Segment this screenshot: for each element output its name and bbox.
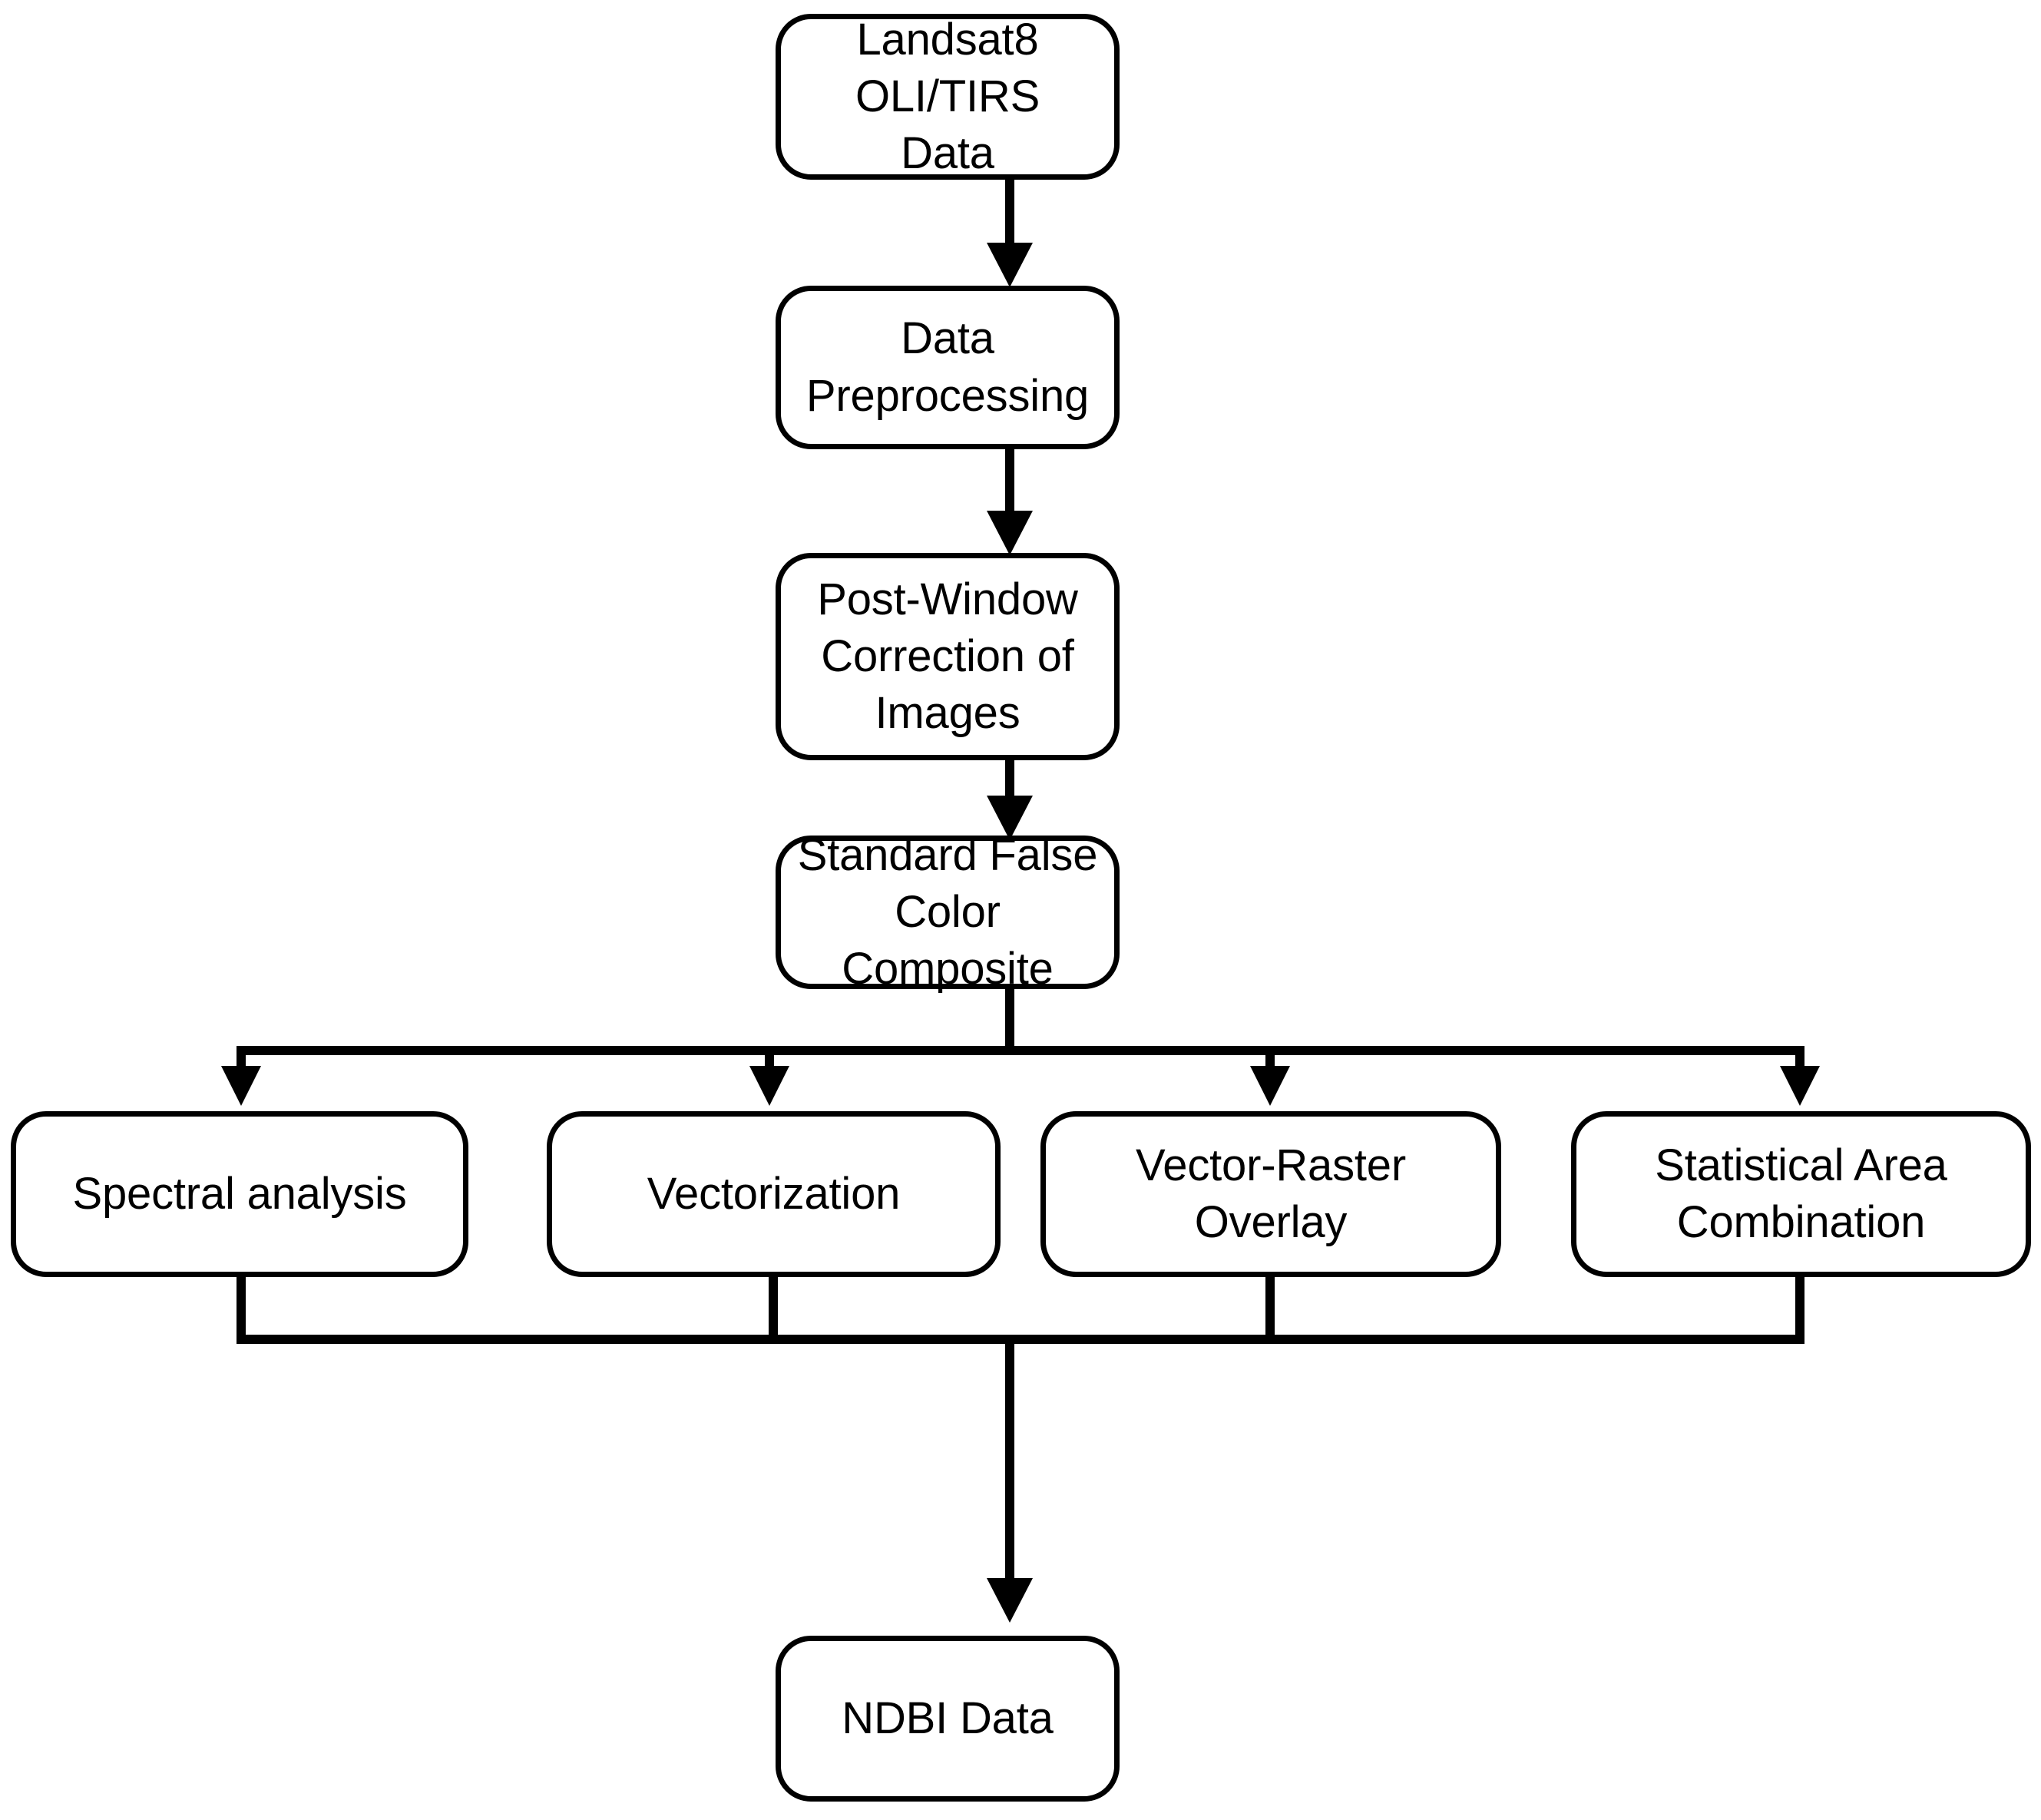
fanout-bus-bar (237, 1046, 1804, 1055)
edge-source-to-preproc-line (1005, 180, 1014, 249)
fanout-stem (1005, 989, 1014, 1055)
merge-stem-to-ndbi (1005, 1335, 1014, 1596)
fanout-arrowhead-spectral (221, 1066, 261, 1106)
merge-bus-bar (237, 1335, 1804, 1344)
merge-leg-statistical-area (1795, 1277, 1804, 1344)
node-spectral-analysis[interactable]: Spectral analysis (11, 1111, 468, 1277)
edge-correct-to-composite-arrowhead (987, 796, 1033, 840)
fanout-arrowhead-vectorization (749, 1066, 789, 1106)
edge-preproc-to-correct-line (1005, 449, 1014, 517)
node-landsat8-data[interactable]: Landsat8 OLI/TIRS Data (776, 14, 1120, 180)
node-standard-false-color-composite[interactable]: Standard False Color Composite (776, 830, 1120, 994)
merge-leg-overlay (1265, 1277, 1275, 1344)
fanout-arrowhead-statistical-area (1780, 1066, 1820, 1106)
merge-leg-spectral (237, 1277, 246, 1344)
edge-preproc-to-correct-arrowhead (987, 511, 1033, 555)
node-statistical-area-combination[interactable]: Statistical Area Combination (1571, 1111, 2031, 1277)
node-post-window-correction[interactable]: Post-Window Correction of Images (776, 553, 1120, 760)
node-data-preprocessing[interactable]: Data Preprocessing (776, 286, 1120, 449)
node-ndbi-data[interactable]: NDBI Data (776, 1636, 1120, 1802)
node-vector-raster-overlay[interactable]: Vector-Raster Overlay (1040, 1111, 1501, 1277)
merge-leg-vectorization (769, 1277, 778, 1344)
edge-source-to-preproc-arrowhead (987, 243, 1033, 287)
fanout-arrowhead-overlay (1250, 1066, 1290, 1106)
node-vectorization[interactable]: Vectorization (547, 1111, 1001, 1277)
merge-arrowhead-ndbi (987, 1578, 1033, 1623)
